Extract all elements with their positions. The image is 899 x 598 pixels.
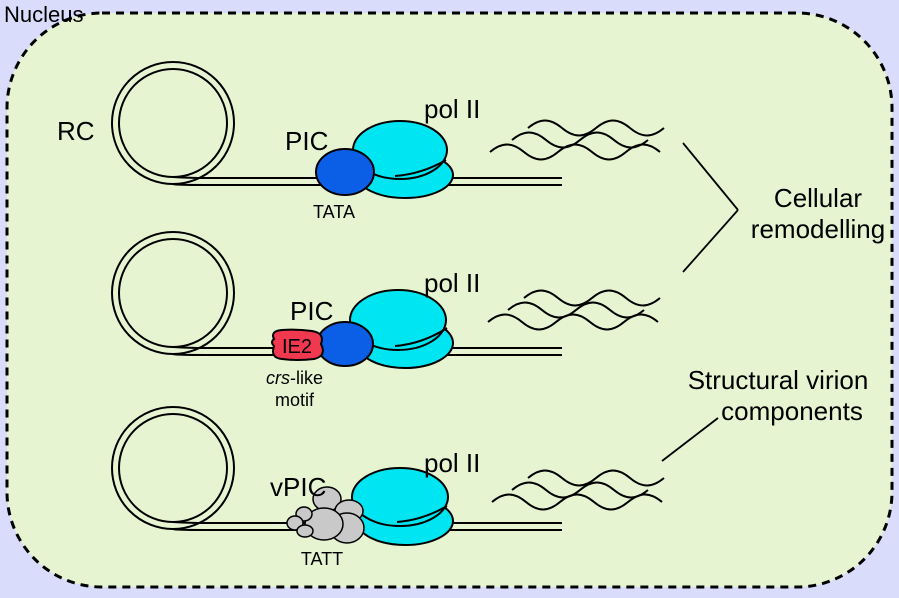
rc-loop-1 [111, 61, 235, 186]
crs-italic: crs [266, 368, 290, 388]
vpic-complex [286, 486, 365, 544]
pic-complex-2 [316, 321, 374, 367]
structural-label-line2: components [721, 396, 863, 426]
rc-loop-2 [111, 231, 235, 356]
ie2-protein [271, 328, 324, 361]
rc-label: RC [57, 116, 95, 146]
pol-ii-label-3: pol II [424, 448, 480, 478]
ie2-label: IE2 [282, 336, 312, 358]
crs-like-label: crs-like [266, 368, 323, 388]
transcripts-2 [487, 289, 661, 331]
motif-label: motif [275, 390, 315, 410]
structural-virion-connector [661, 417, 719, 462]
tata-label: TATA [313, 202, 355, 222]
pol-ii-complex-2 [349, 289, 454, 369]
pol-ii-complex-3 [351, 467, 454, 546]
pol-ii-label-2: pol II [424, 268, 480, 298]
tatt-label: TATT [301, 549, 343, 569]
pic-label-1: PIC [285, 126, 328, 156]
structural-label-line1: Structural virion [688, 365, 869, 395]
transcripts-1 [489, 119, 665, 161]
genome-row-3: vPIC pol II TATT [111, 406, 665, 569]
cellular-label-line2: remodelling [751, 214, 885, 244]
pol-ii-label-1: pol II [424, 94, 480, 124]
vpic-label: vPIC [270, 472, 326, 502]
nucleus-label: Nucleus [4, 2, 83, 27]
pic-label-2: PIC [290, 296, 333, 326]
cellular-label-line1: Cellular [774, 183, 862, 213]
pic-complex-1 [315, 148, 375, 196]
genome-row-2: IE2 PIC pol II crs-like motif [111, 231, 661, 410]
genome-row-1: PIC pol II TATA [111, 61, 665, 222]
transcripts-3 [491, 469, 665, 511]
rc-loop-3 [111, 406, 235, 531]
cellular-remodelling-connector [682, 142, 739, 273]
crs-suffix: -like [290, 368, 323, 388]
